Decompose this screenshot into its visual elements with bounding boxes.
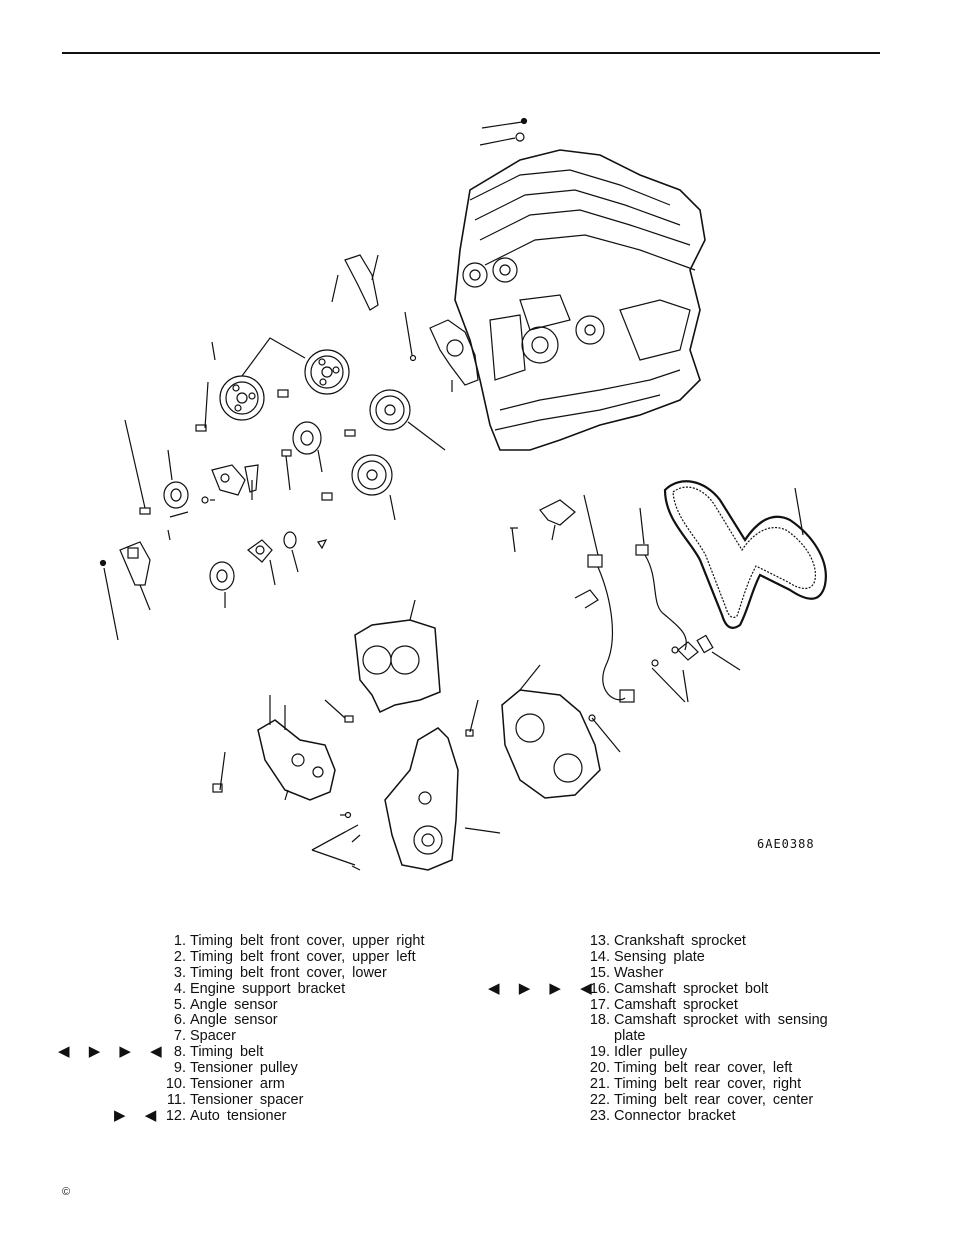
- legend-item: ◀ ▶ ▶ ◀8.Timing belt: [58, 1043, 264, 1061]
- legend-item: 3.Timing belt front cover, lower: [173, 964, 387, 981]
- copyright-mark: ©: [62, 1186, 71, 1198]
- service-marks: ▶ ◀: [114, 1106, 163, 1124]
- legend-item: 5.Angle sensor: [173, 996, 278, 1013]
- legend-item: 10.Tensioner arm: [165, 1076, 285, 1093]
- sprocket-lower: [351, 454, 393, 496]
- legend-item: ◀ ▶ ▶ ◀16.Camshaft sprocket bolt: [488, 979, 769, 997]
- legend-left: 1.Timing belt front cover, upper right 2…: [58, 933, 425, 1125]
- service-marks: ◀ ▶ ▶ ◀: [58, 1043, 168, 1061]
- timing-belt: [663, 480, 827, 629]
- sprocket-upper-right: [304, 349, 350, 395]
- legend-right: 13.Crankshaft sprocket 14.Sensing plate …: [484, 933, 828, 1125]
- legend-item: 13.Crankshaft sprocket: [589, 933, 746, 949]
- legend-item: 23.Connector bracket: [589, 1107, 736, 1124]
- legend-item: 17.Camshaft sprocket: [589, 996, 738, 1013]
- legend-item: 1.Timing belt front cover, upper right: [173, 933, 425, 949]
- legend-item: 15.Washer: [589, 964, 664, 981]
- legend-item: 14.Sensing plate: [589, 948, 705, 965]
- legend-item: 20.Timing belt rear cover, left: [589, 1060, 793, 1077]
- front-cover-upper: [354, 599, 441, 713]
- legend-item: 21.Timing belt rear cover, right: [589, 1076, 802, 1093]
- engine-block: [454, 149, 706, 451]
- sprocket-upper-left: [219, 375, 265, 421]
- legend-item: 4.Engine support bracket: [173, 980, 346, 997]
- legend-item: 7.Spacer: [173, 1028, 236, 1045]
- sprocket-mid: [369, 389, 411, 431]
- exploded-diagram: [0, 80, 954, 900]
- legend-item: 19.Idler pulley: [589, 1044, 688, 1061]
- legend-item: 6.Angle sensor: [173, 1012, 278, 1029]
- legend-item: 2.Timing belt front cover, upper left: [173, 948, 416, 965]
- header-rule: [62, 52, 880, 54]
- legend-item: 18.Camshaft sprocket with sensing: [589, 1012, 828, 1029]
- legend-item: 22.Timing belt rear cover, center: [589, 1091, 814, 1108]
- legend-item: ▶ ◀12.Auto tensioner: [114, 1106, 287, 1124]
- legend-item: 11.Tensioner spacer: [166, 1091, 304, 1108]
- service-marks: ◀ ▶ ▶ ◀: [488, 979, 598, 997]
- figure-code: 6AE0388: [757, 837, 815, 851]
- engine-support-bracket: [257, 695, 336, 801]
- rear-cover: [501, 664, 601, 799]
- legend-item: 9.Tensioner pulley: [173, 1060, 298, 1077]
- front-cover-lower: [384, 727, 501, 871]
- legend-item-continuation: plate: [614, 1028, 646, 1045]
